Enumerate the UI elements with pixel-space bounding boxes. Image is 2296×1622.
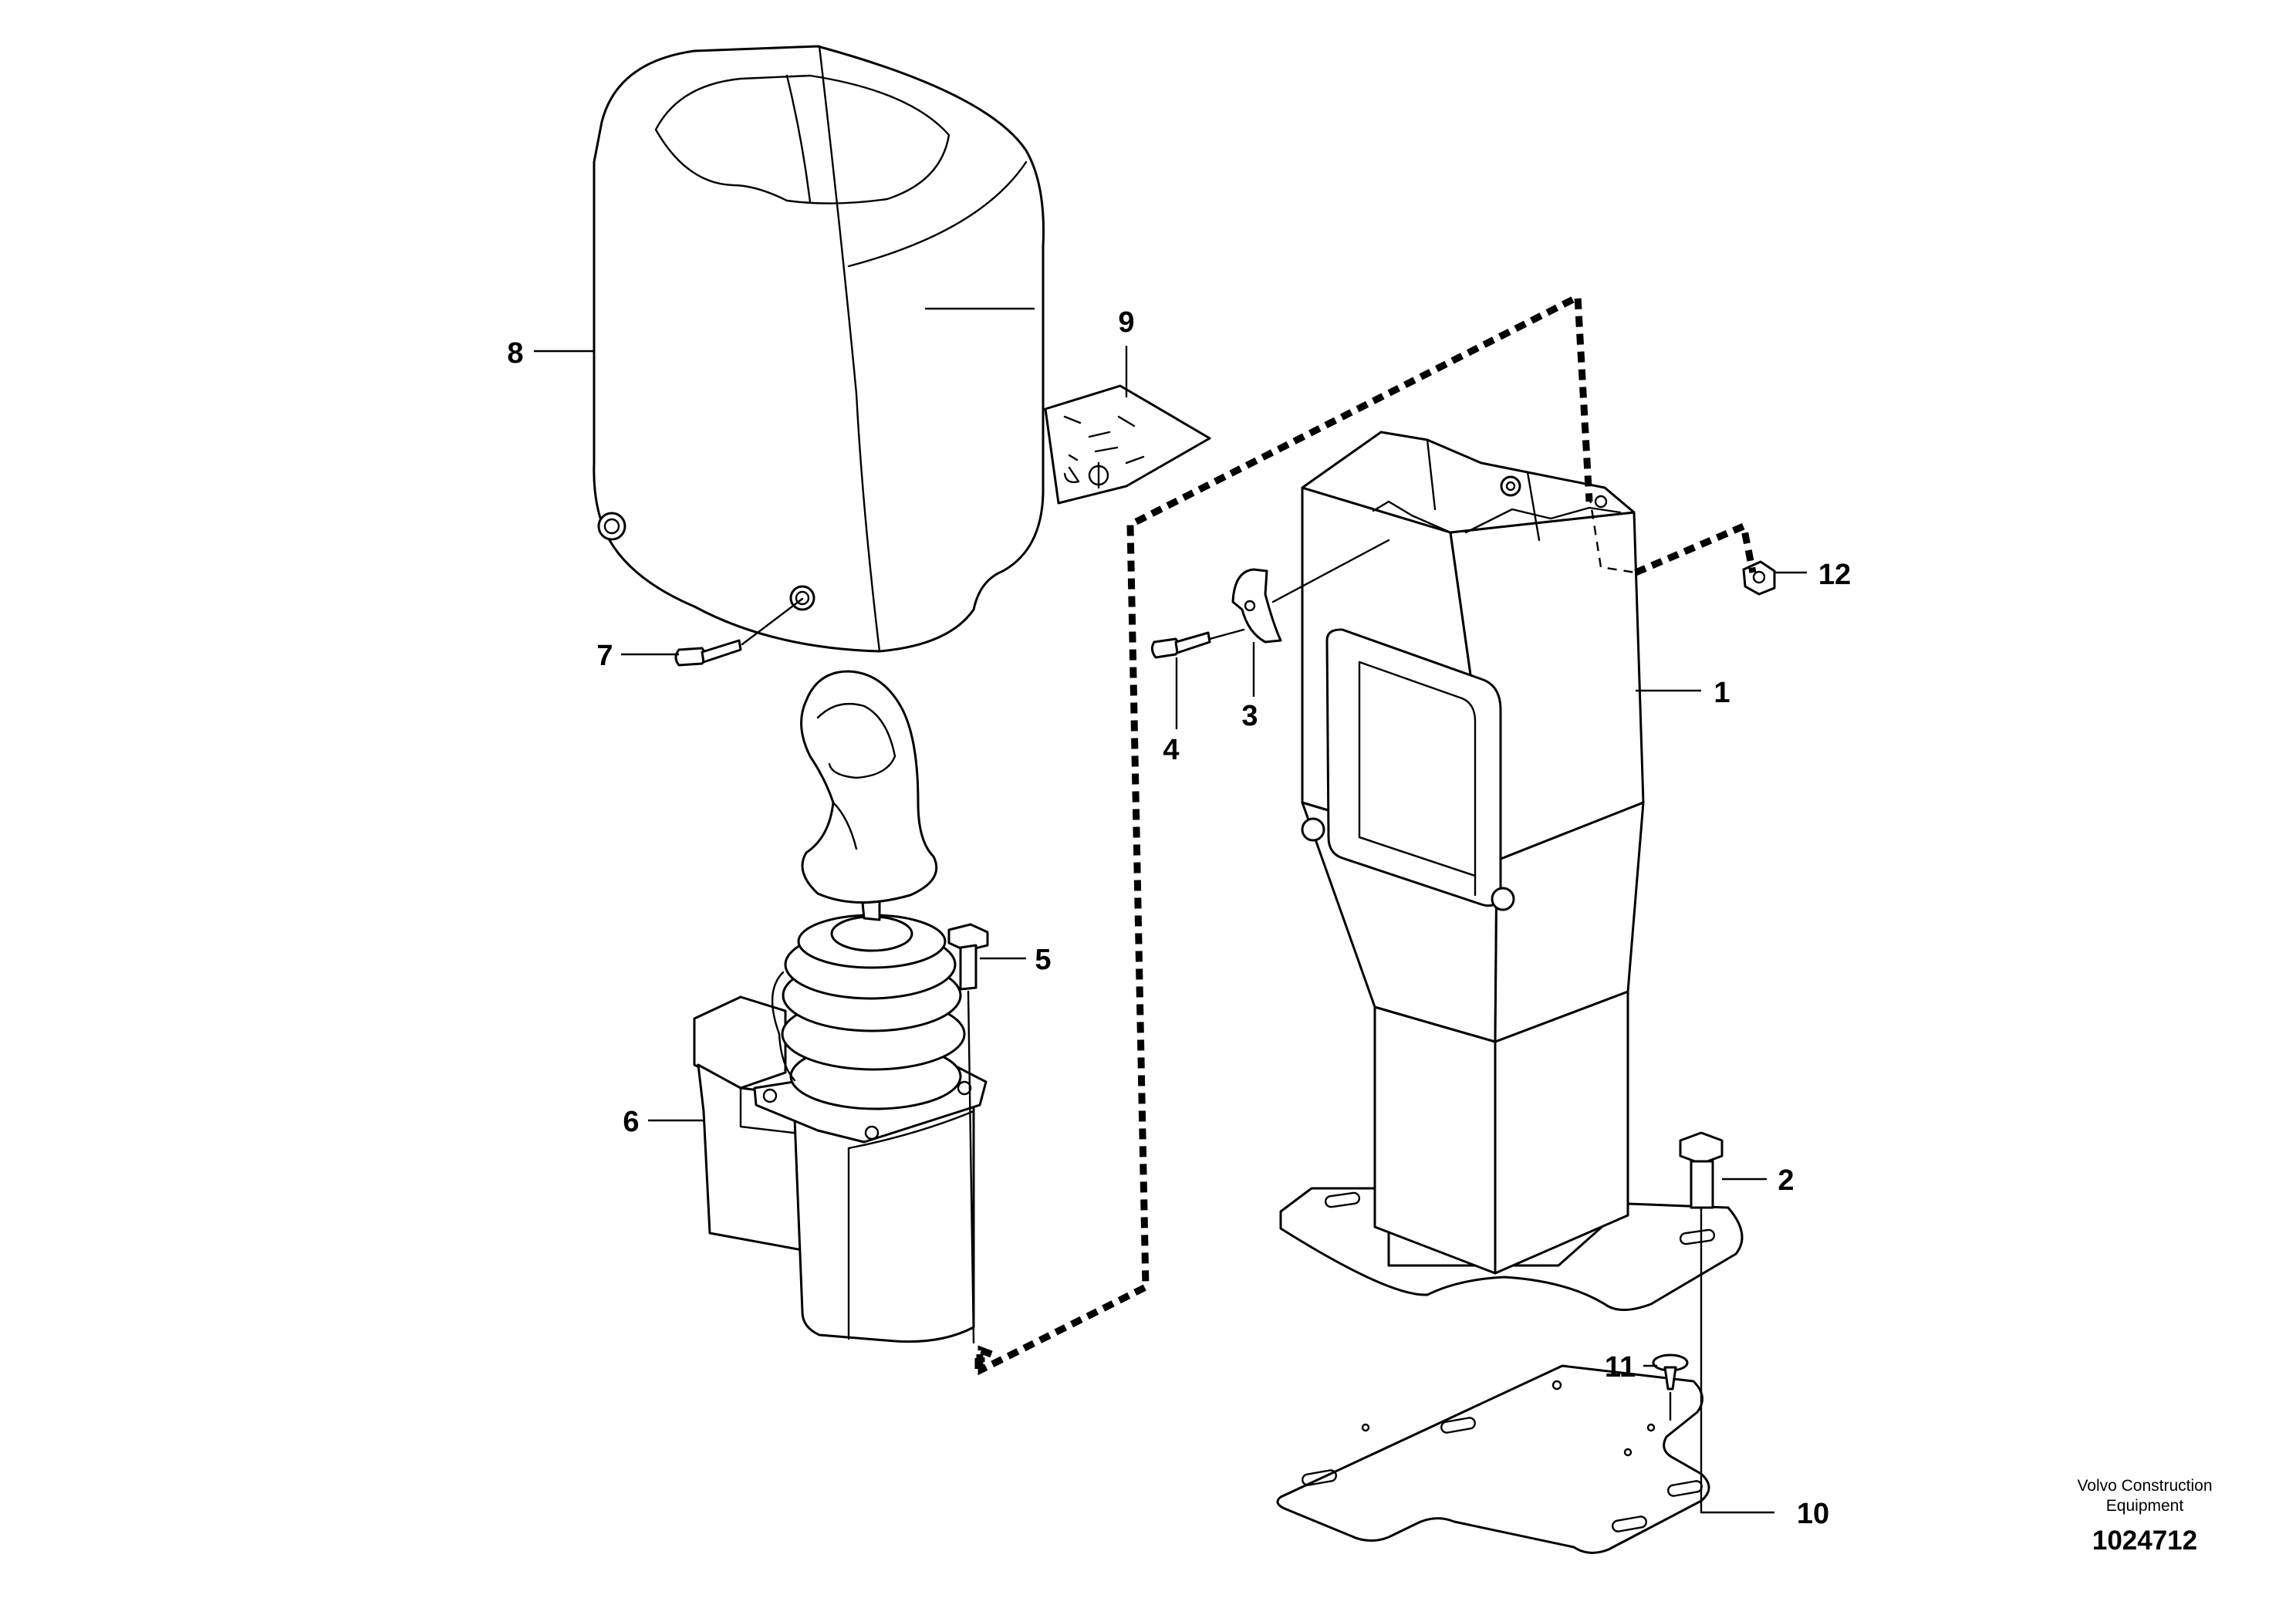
plate-part [1276,1364,1710,1554]
callout-2: 2 [1778,1164,1794,1197]
decal-part [1044,384,1211,505]
callout-12: 12 [1818,559,1851,591]
screw-control-valve-part [947,923,989,991]
assembly-lines [741,291,1757,1514]
screw-clip-part [1150,631,1211,659]
callout-8: 8 [507,337,523,370]
document-number: 1024712 [2092,1526,2197,1556]
clip-part [1231,568,1282,644]
callout-3: 3 [1241,700,1258,732]
callout-11: 11 [1605,1351,1636,1384]
callout-10: 10 [1797,1498,1829,1530]
bolt-bracket-part [1679,1131,1724,1209]
leader-lines [534,346,1807,1514]
nut-part [1742,560,1776,596]
brand-line-1: Volvo Construction [2077,1477,2212,1495]
callouts: 8 9 7 4 3 1 12 5 6 2 11 10 [507,306,1851,1530]
console-bracket-part [1279,431,1744,1311]
cover-part [593,45,1045,653]
callout-4: 4 [1163,734,1179,766]
control-valve-part [693,670,988,1343]
callout-7: 7 [596,640,613,672]
callout-1: 1 [1714,677,1730,709]
rivet-part [1652,1353,1689,1391]
callout-9: 9 [1118,306,1134,339]
callout-5: 5 [1035,944,1051,976]
screw-cover-part [674,639,742,667]
brand-line-2: Equipment [2106,1497,2184,1515]
footer: Volvo Construction Equipment 1024712 [2077,1477,2212,1556]
callout-6: 6 [623,1106,639,1138]
